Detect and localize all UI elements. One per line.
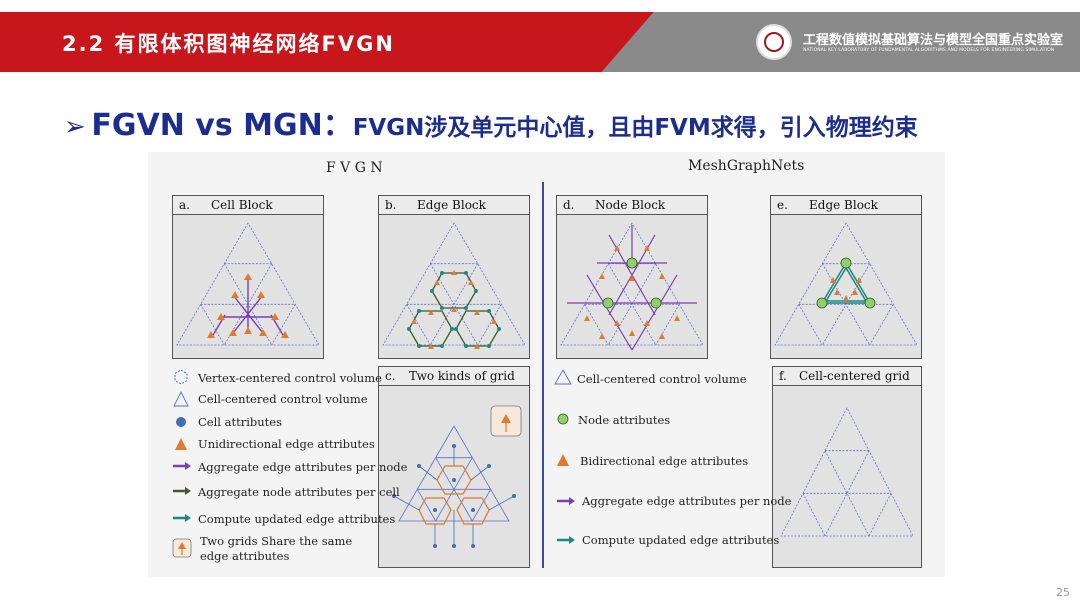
panel-node-block: d. Node Block (556, 195, 708, 359)
panel-f-title: Cell-centered grid (799, 369, 910, 383)
panel-edge-block-fvgn: b. Edge Block (378, 195, 530, 359)
node-block-diagram (560, 222, 704, 351)
page-number: 25 (1056, 586, 1070, 599)
dark-green-arrow-icon (173, 487, 191, 495)
legend-unidirectional-edge: Unidirectional edge attributes (198, 437, 375, 451)
legend-node-attributes: Node attributes (578, 413, 671, 427)
triangle-outline-icon (554, 369, 572, 385)
legend-cell-attributes: Cell attributes (198, 415, 282, 429)
teal-arrow-icon (557, 536, 575, 544)
two-kinds-grid-diagram (392, 405, 522, 548)
legend-mgn-aggregate-edge: Aggregate edge attributes per node (582, 494, 792, 508)
legend-mgn-compute-updated-edge: Compute updated edge attributes (582, 533, 780, 547)
headline-sub: FVGN涉及单元中心值，且由FVM求得，引入物理约束 (352, 115, 918, 141)
legend-aggregate-edge-per-node: Aggregate edge attributes per node (198, 460, 408, 474)
header-red-band (0, 12, 660, 72)
figure-divider (542, 182, 544, 568)
lab-name-english: NATIONAL KEY LABORATORY OF FUNDAMENTAL A… (803, 48, 1055, 53)
panel-b-letter: b. (385, 198, 397, 212)
legend-aggregate-node-per-cell: Aggregate node attributes per cell (198, 485, 400, 499)
panel-e-title: Edge Block (809, 198, 878, 212)
legend-cell-centered: Cell-centered control volume (198, 392, 368, 406)
panel-cell-block: a. Cell Block (172, 195, 324, 359)
cell-block-diagram (176, 222, 320, 346)
panel-d-letter: d. (563, 198, 575, 212)
purple-arrow-icon (173, 462, 191, 470)
legend-compute-updated-edge: Compute updated edge attributes (198, 512, 396, 526)
teal-arrow-icon (173, 514, 191, 522)
panel-c-letter: c. (385, 369, 396, 383)
bullet-arrow-icon: ➢ (64, 112, 86, 142)
legend-mgn-cell-centered: Cell-centered control volume (577, 372, 747, 386)
green-dot-icon (557, 413, 569, 425)
slide-header: 2.2 有限体积图神经网络FVGN 工程数值模拟基础算法与模型全国重点实验室 N… (0, 0, 1080, 72)
panel-f-letter: f. (779, 369, 787, 383)
panel-a-title: Cell Block (211, 198, 273, 212)
legend-bidirectional-edge: Bidirectional edge attributes (580, 454, 749, 468)
orange-triangle-icon (557, 454, 569, 466)
triangle-outline-icon (173, 390, 189, 407)
header-gray-band (601, 12, 1080, 72)
mgn-title: MeshGraphNets (688, 158, 805, 174)
panel-e-letter: e. (777, 198, 788, 212)
panel-c-title: Two kinds of grid (409, 369, 515, 383)
purple-arrow-icon (557, 497, 575, 505)
hexagon-icon (174, 369, 188, 385)
panel-edge-block-mgn: e. Edge Block (770, 195, 922, 359)
headline: ➢ FGVN vs MGN：FVGN涉及单元中心值，且由FVM求得，引入物理约束 (64, 100, 918, 144)
panel-cell-centered-grid: f. Cell-centered grid (772, 366, 922, 568)
lab-name: 工程数值模拟基础算法与模型全国重点实验室 (803, 33, 1064, 48)
fvgn-title: F V G N (326, 160, 383, 176)
orange-triangle-icon (175, 438, 187, 450)
blue-dot-icon (176, 417, 186, 427)
headline-main: FGVN vs MGN： (91, 108, 353, 143)
panel-two-kinds-grid: c. Two kinds of grid (378, 366, 530, 568)
legend-shared-edge: Two grids Share the same edge attributes (200, 534, 353, 563)
shared-edge-icon (172, 538, 192, 558)
lab-logo-icon (756, 24, 792, 60)
cell-centered-grid-diagram (780, 407, 914, 537)
section-title: 2.2 有限体积图神经网络FVGN (62, 32, 395, 56)
edge-block-fvgn-diagram (382, 222, 526, 349)
legend-vertex-centered: Vertex-centered control volume (198, 371, 382, 385)
edge-block-mgn-diagram (774, 222, 918, 346)
panel-d-title: Node Block (595, 198, 666, 212)
panel-b-title: Edge Block (417, 198, 486, 212)
panel-a-letter: a. (179, 198, 190, 212)
